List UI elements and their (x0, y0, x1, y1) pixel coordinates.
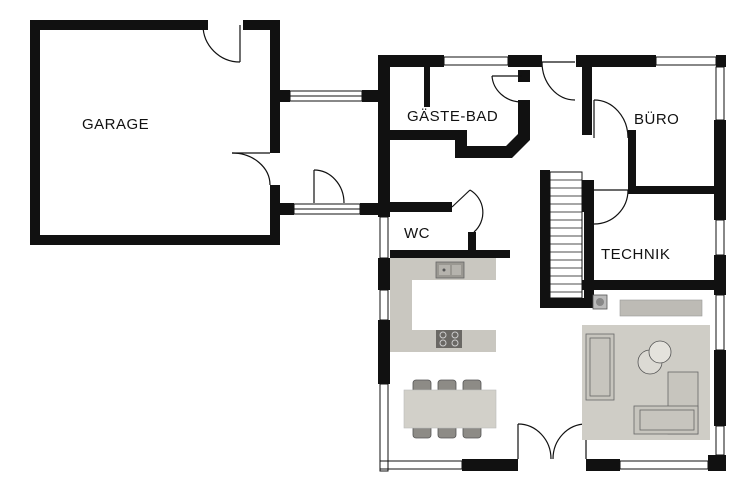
passage-windows (289, 90, 363, 215)
garage-door-swing (202, 24, 271, 186)
staircase (540, 170, 594, 308)
wc-label: WC (404, 225, 430, 242)
wc-walls (390, 202, 510, 258)
utility-label: TECHNIK (601, 246, 670, 263)
sink-icon (435, 261, 465, 279)
coffee-table (637, 340, 672, 375)
armchair (585, 333, 615, 401)
garage-walls (30, 20, 280, 245)
passage-door-swing (313, 169, 345, 204)
passage-walls (280, 90, 380, 215)
guest-bath-label: GÄSTE-BAD (407, 108, 498, 125)
dining-table (403, 389, 497, 429)
house-walls (378, 55, 726, 471)
hall-door-swing (541, 61, 576, 101)
cooktop-icon (436, 330, 462, 348)
heater-icon (592, 294, 608, 310)
office-label: BÜRO (634, 110, 679, 128)
wc-door-swing (451, 189, 484, 233)
office-door-swing (593, 99, 629, 225)
guest-bath-walls (390, 67, 530, 158)
terrace-door-swing (517, 423, 587, 460)
guest-bath-door-swing (491, 75, 522, 103)
house-windows (379, 56, 725, 472)
sofa (633, 371, 699, 435)
garage-label: GARAGE (82, 116, 149, 133)
sideboard (619, 299, 703, 317)
